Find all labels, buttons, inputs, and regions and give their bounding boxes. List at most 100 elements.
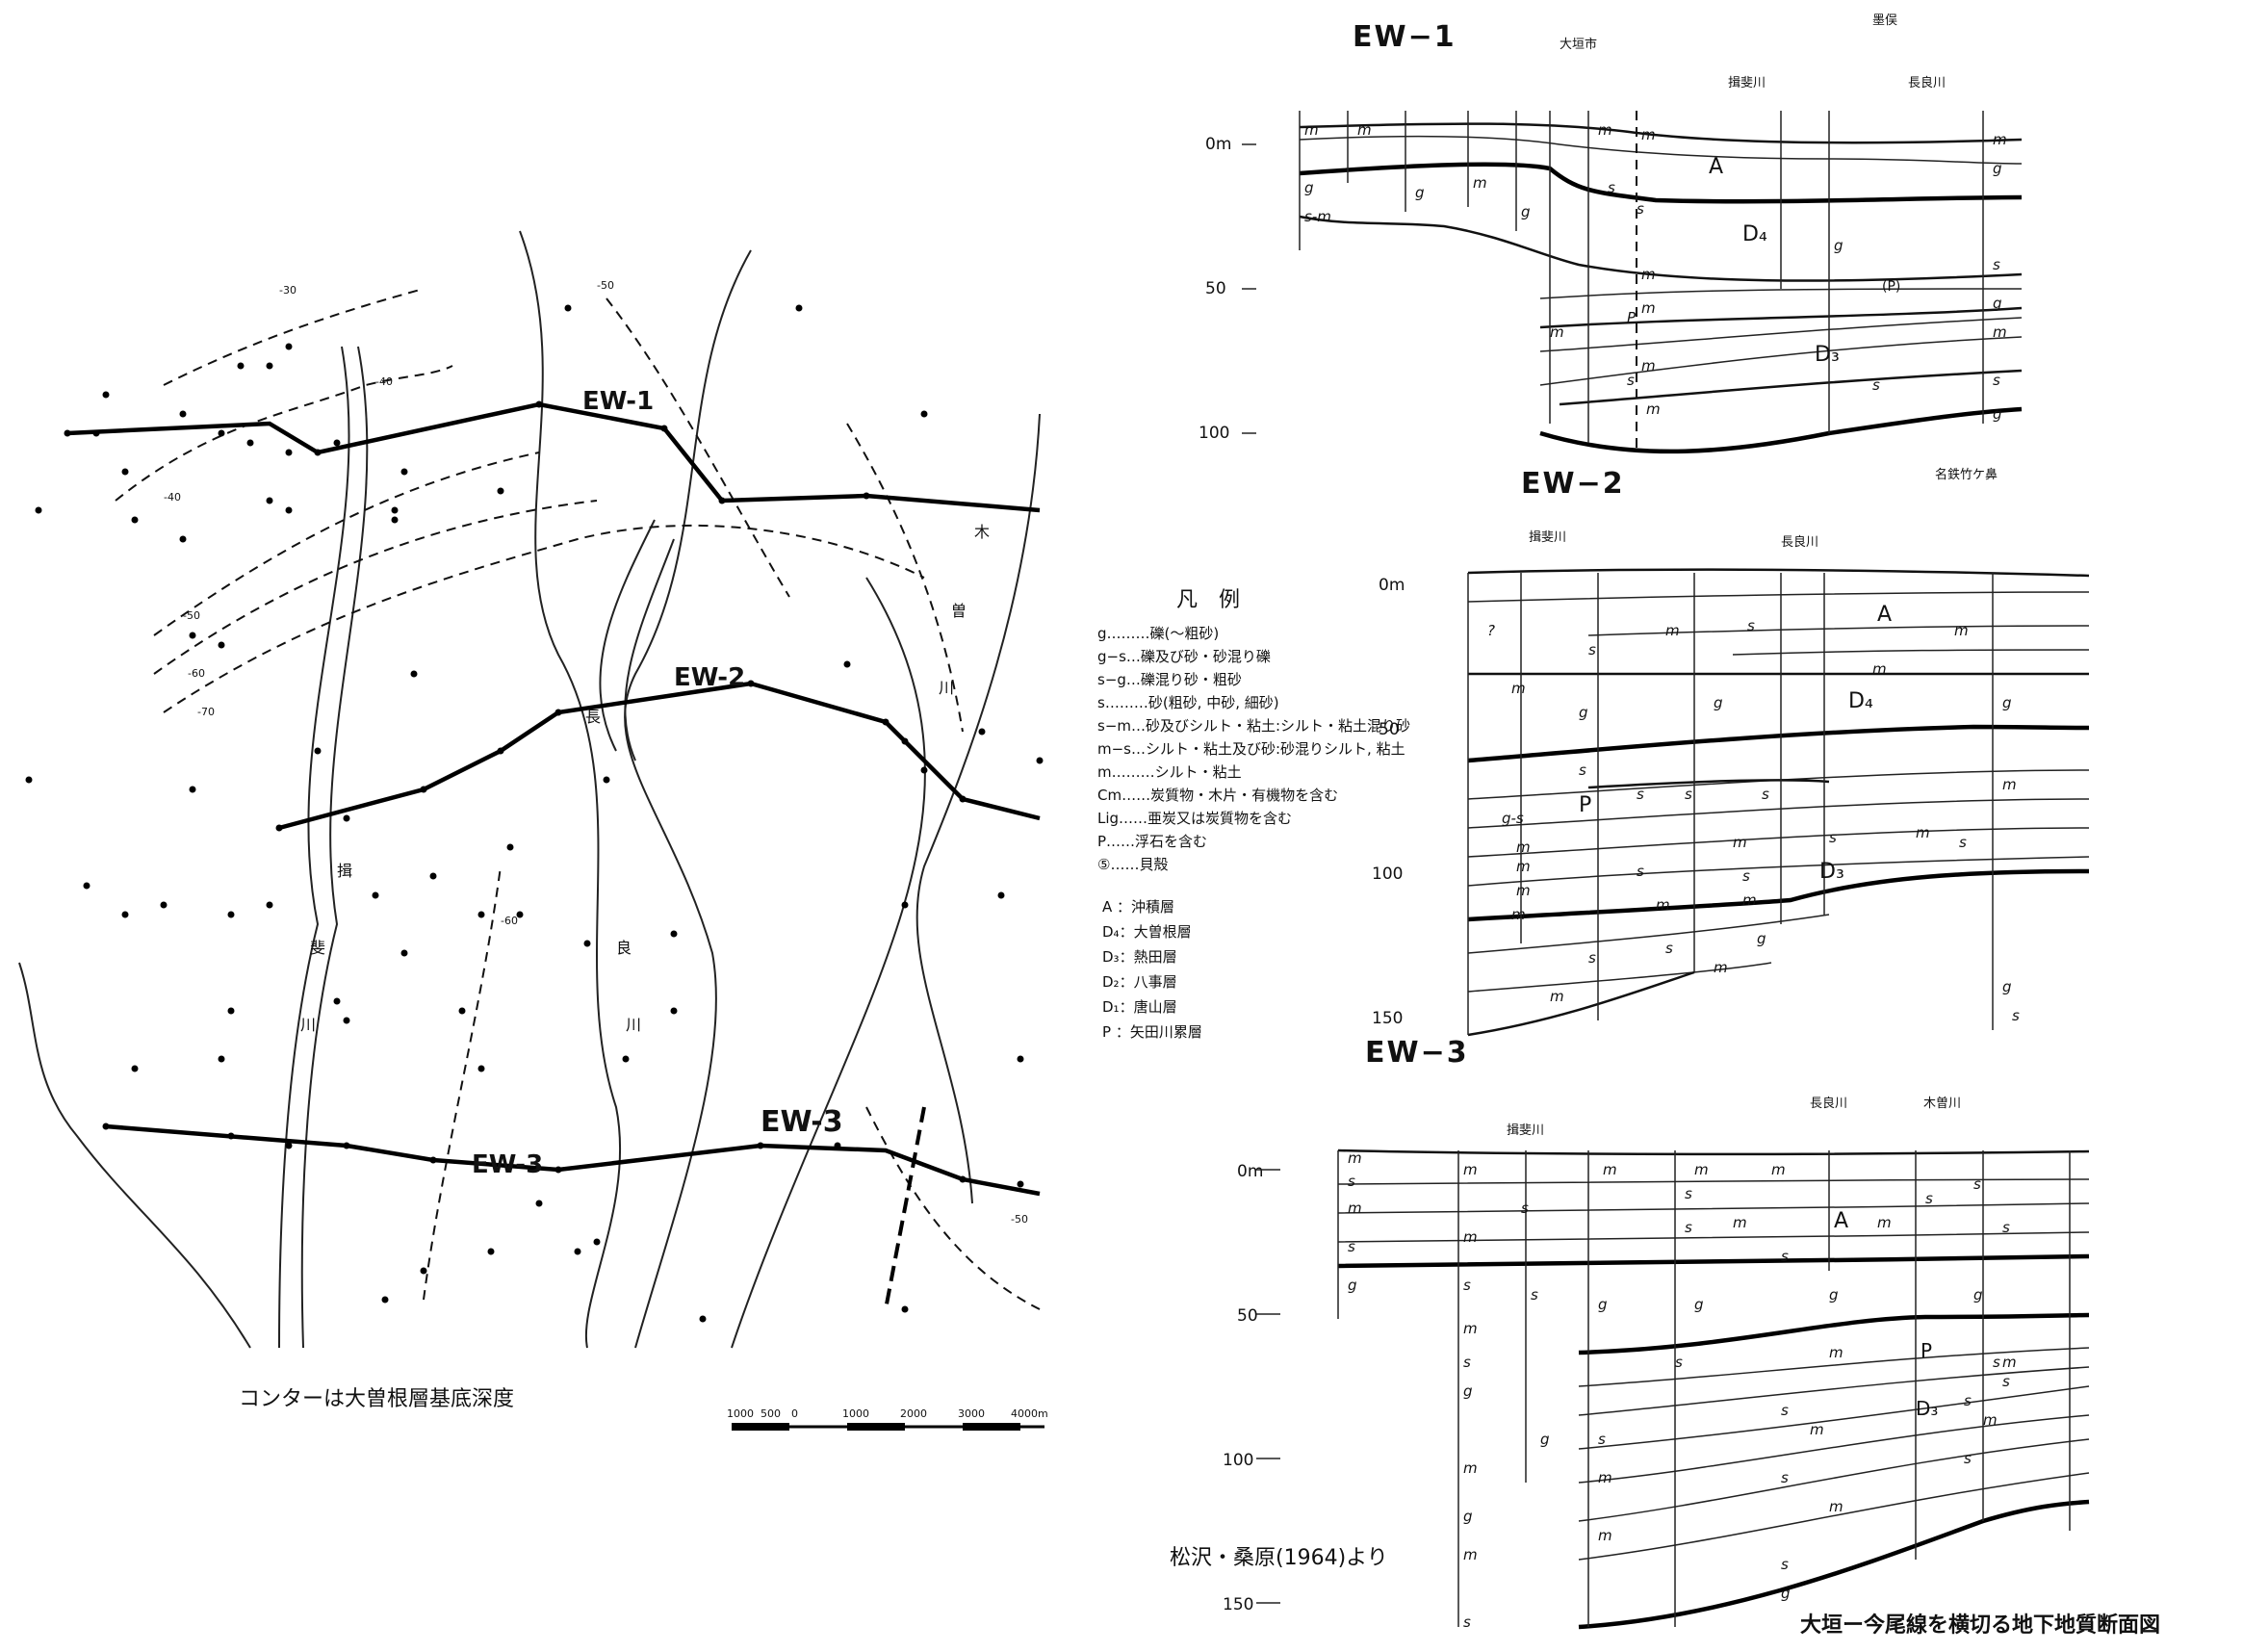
scale-tick: 1000 [842, 1407, 869, 1420]
svg-text:s: s [1588, 949, 1596, 967]
svg-text:m: m [2002, 1354, 2017, 1371]
svg-text:m: m [1877, 1214, 1892, 1231]
figure-caption: 大垣ー今尾線を横切る地下地質断面図 [1800, 1613, 2160, 1638]
legend-item: s−g…礫混り砂・粗砂 [1097, 671, 1242, 688]
svg-text:g: g [1973, 1286, 1983, 1304]
svg-text:s: s [1762, 786, 1769, 803]
contour-label: -30 [279, 284, 296, 297]
svg-text:s: s [1627, 372, 1635, 389]
source-note: 松沢・桑原(1964)より [1170, 1546, 1388, 1570]
svg-text:s: s [1598, 1431, 1606, 1448]
svg-text:g: g [2002, 694, 2012, 711]
section-place-label: 大垣市 [1560, 37, 1597, 52]
svg-text:m: m [1733, 1214, 1747, 1231]
legend: 凡 例 g………礫(〜粗砂) g−s…礫及び砂・砂混り礫 s−g…礫混り砂・粗砂… [1097, 588, 1410, 1041]
section-title-ew2: EW−2 [1521, 467, 1625, 501]
map-label-ew3a: EW-3 [472, 1150, 543, 1179]
svg-text:s: s [1925, 1190, 1933, 1207]
svg-text:s: s [1463, 1354, 1471, 1371]
svg-text:m: m [1829, 1344, 1843, 1361]
svg-text:s: s [1521, 1200, 1529, 1217]
unit-label: A [1834, 1209, 1848, 1233]
svg-text:g: g [1781, 1585, 1791, 1602]
svg-text:m: m [1733, 834, 1747, 851]
section-place-label: 墨俣 [1872, 13, 1897, 28]
svg-text:s: s [1531, 1286, 1538, 1304]
unit-label: (P) [1882, 279, 1900, 295]
svg-text:g: g [1521, 203, 1531, 220]
svg-text:m: m [1829, 1498, 1843, 1515]
svg-text:s: s [2002, 1219, 2010, 1236]
contour-line [423, 865, 502, 1301]
svg-text:m: m [1993, 323, 2007, 341]
svg-text:s: s [1747, 617, 1755, 634]
svg-text:m: m [1348, 1149, 1362, 1167]
contour-label: -40 [164, 491, 181, 503]
svg-text:s-m: s-m [1304, 208, 1331, 225]
svg-text:s: s [2012, 1007, 2020, 1024]
svg-text:s: s [1675, 1354, 1683, 1371]
svg-text:m: m [1357, 121, 1372, 139]
legend-stratum: D₃：熱田層 [1102, 948, 1177, 966]
svg-text:m: m [1348, 1200, 1362, 1217]
section-place-label: 長良川 [1781, 534, 1818, 550]
svg-text:s: s [1463, 1277, 1471, 1294]
svg-text:g-s: g-s [1502, 810, 1524, 827]
depth-label: 100 [1199, 424, 1229, 443]
kiso-river-east-bank [915, 413, 1041, 1204]
river-channel [599, 519, 675, 761]
legend-item: P……浮石を含む [1097, 833, 1207, 850]
river-label: 川 [626, 1016, 641, 1034]
contour-label: -70 [197, 706, 215, 718]
contour-label: -60 [188, 667, 205, 680]
scale-tick: 0 [791, 1407, 798, 1420]
svg-text:s: s [1993, 372, 2000, 389]
unit-label: D₃ [1916, 1397, 1938, 1420]
svg-text:s: s [1348, 1238, 1355, 1255]
svg-text:g: g [1993, 405, 2002, 423]
svg-text:s: s [1637, 863, 1644, 880]
unit-label: A [1709, 155, 1723, 179]
svg-text:m: m [1646, 400, 1661, 418]
nagara-river-east-bank [624, 249, 752, 1349]
svg-text:s: s [1829, 829, 1837, 846]
legend-item: ⑤……貝殻 [1097, 856, 1168, 873]
svg-text:s: s [1637, 200, 1644, 218]
scale-bar: 1000 500 0 1000 2000 3000 4000m [727, 1407, 1048, 1431]
svg-text:s: s [1964, 1450, 1972, 1467]
svg-text:m: m [1598, 1527, 1612, 1544]
svg-text:s: s [1579, 761, 1586, 779]
contour-label: -50 [597, 279, 614, 292]
depth-label: 100 [1223, 1451, 1253, 1470]
section-line-ew3 [105, 1123, 1041, 1197]
svg-text:?: ? [1487, 622, 1495, 639]
svg-text:s: s [1959, 834, 1967, 851]
svg-text:m: m [1665, 622, 1680, 639]
scale-tick: 1000 [727, 1407, 754, 1420]
river-label: 良 [616, 939, 632, 957]
cross-section-ew3: EW−3 0m 50 100 150 揖斐川 長良川 木曽川 A [1223, 1036, 2090, 1631]
river-label: 川 [939, 679, 954, 697]
depth-label: 150 [1223, 1595, 1253, 1614]
svg-text:s: s [1742, 867, 1750, 885]
svg-text:m: m [1463, 1459, 1478, 1477]
section-place-label: 木曽川 [1923, 1097, 1961, 1111]
section-title-ew1: EW−1 [1353, 20, 1457, 54]
svg-text:g: g [1579, 704, 1588, 721]
svg-text:m: m [1550, 323, 1564, 341]
svg-text:s: s [2002, 1373, 2010, 1390]
river-label: 斐 [310, 939, 325, 957]
railway-line [884, 1106, 926, 1310]
svg-text:m: m [1771, 1161, 1786, 1178]
svg-text:m: m [1810, 1421, 1824, 1438]
unit-label: P [1579, 793, 1591, 817]
svg-text:s: s [1964, 1392, 1972, 1409]
cross-section-ew2: EW−2 0m 50 100 150 揖斐川 長良川 名鉄竹ケ鼻 A D₄ D₃… [1372, 467, 2090, 1037]
svg-text:m: m [1916, 824, 1930, 841]
map-label-ew3b: EW-3 [761, 1105, 843, 1139]
legend-stratum: A ：沖積層 [1102, 898, 1174, 916]
ibi-river-west-bank [278, 346, 350, 1349]
river-label: 木 [974, 523, 990, 541]
ibi-river-east-bank [300, 346, 369, 1349]
